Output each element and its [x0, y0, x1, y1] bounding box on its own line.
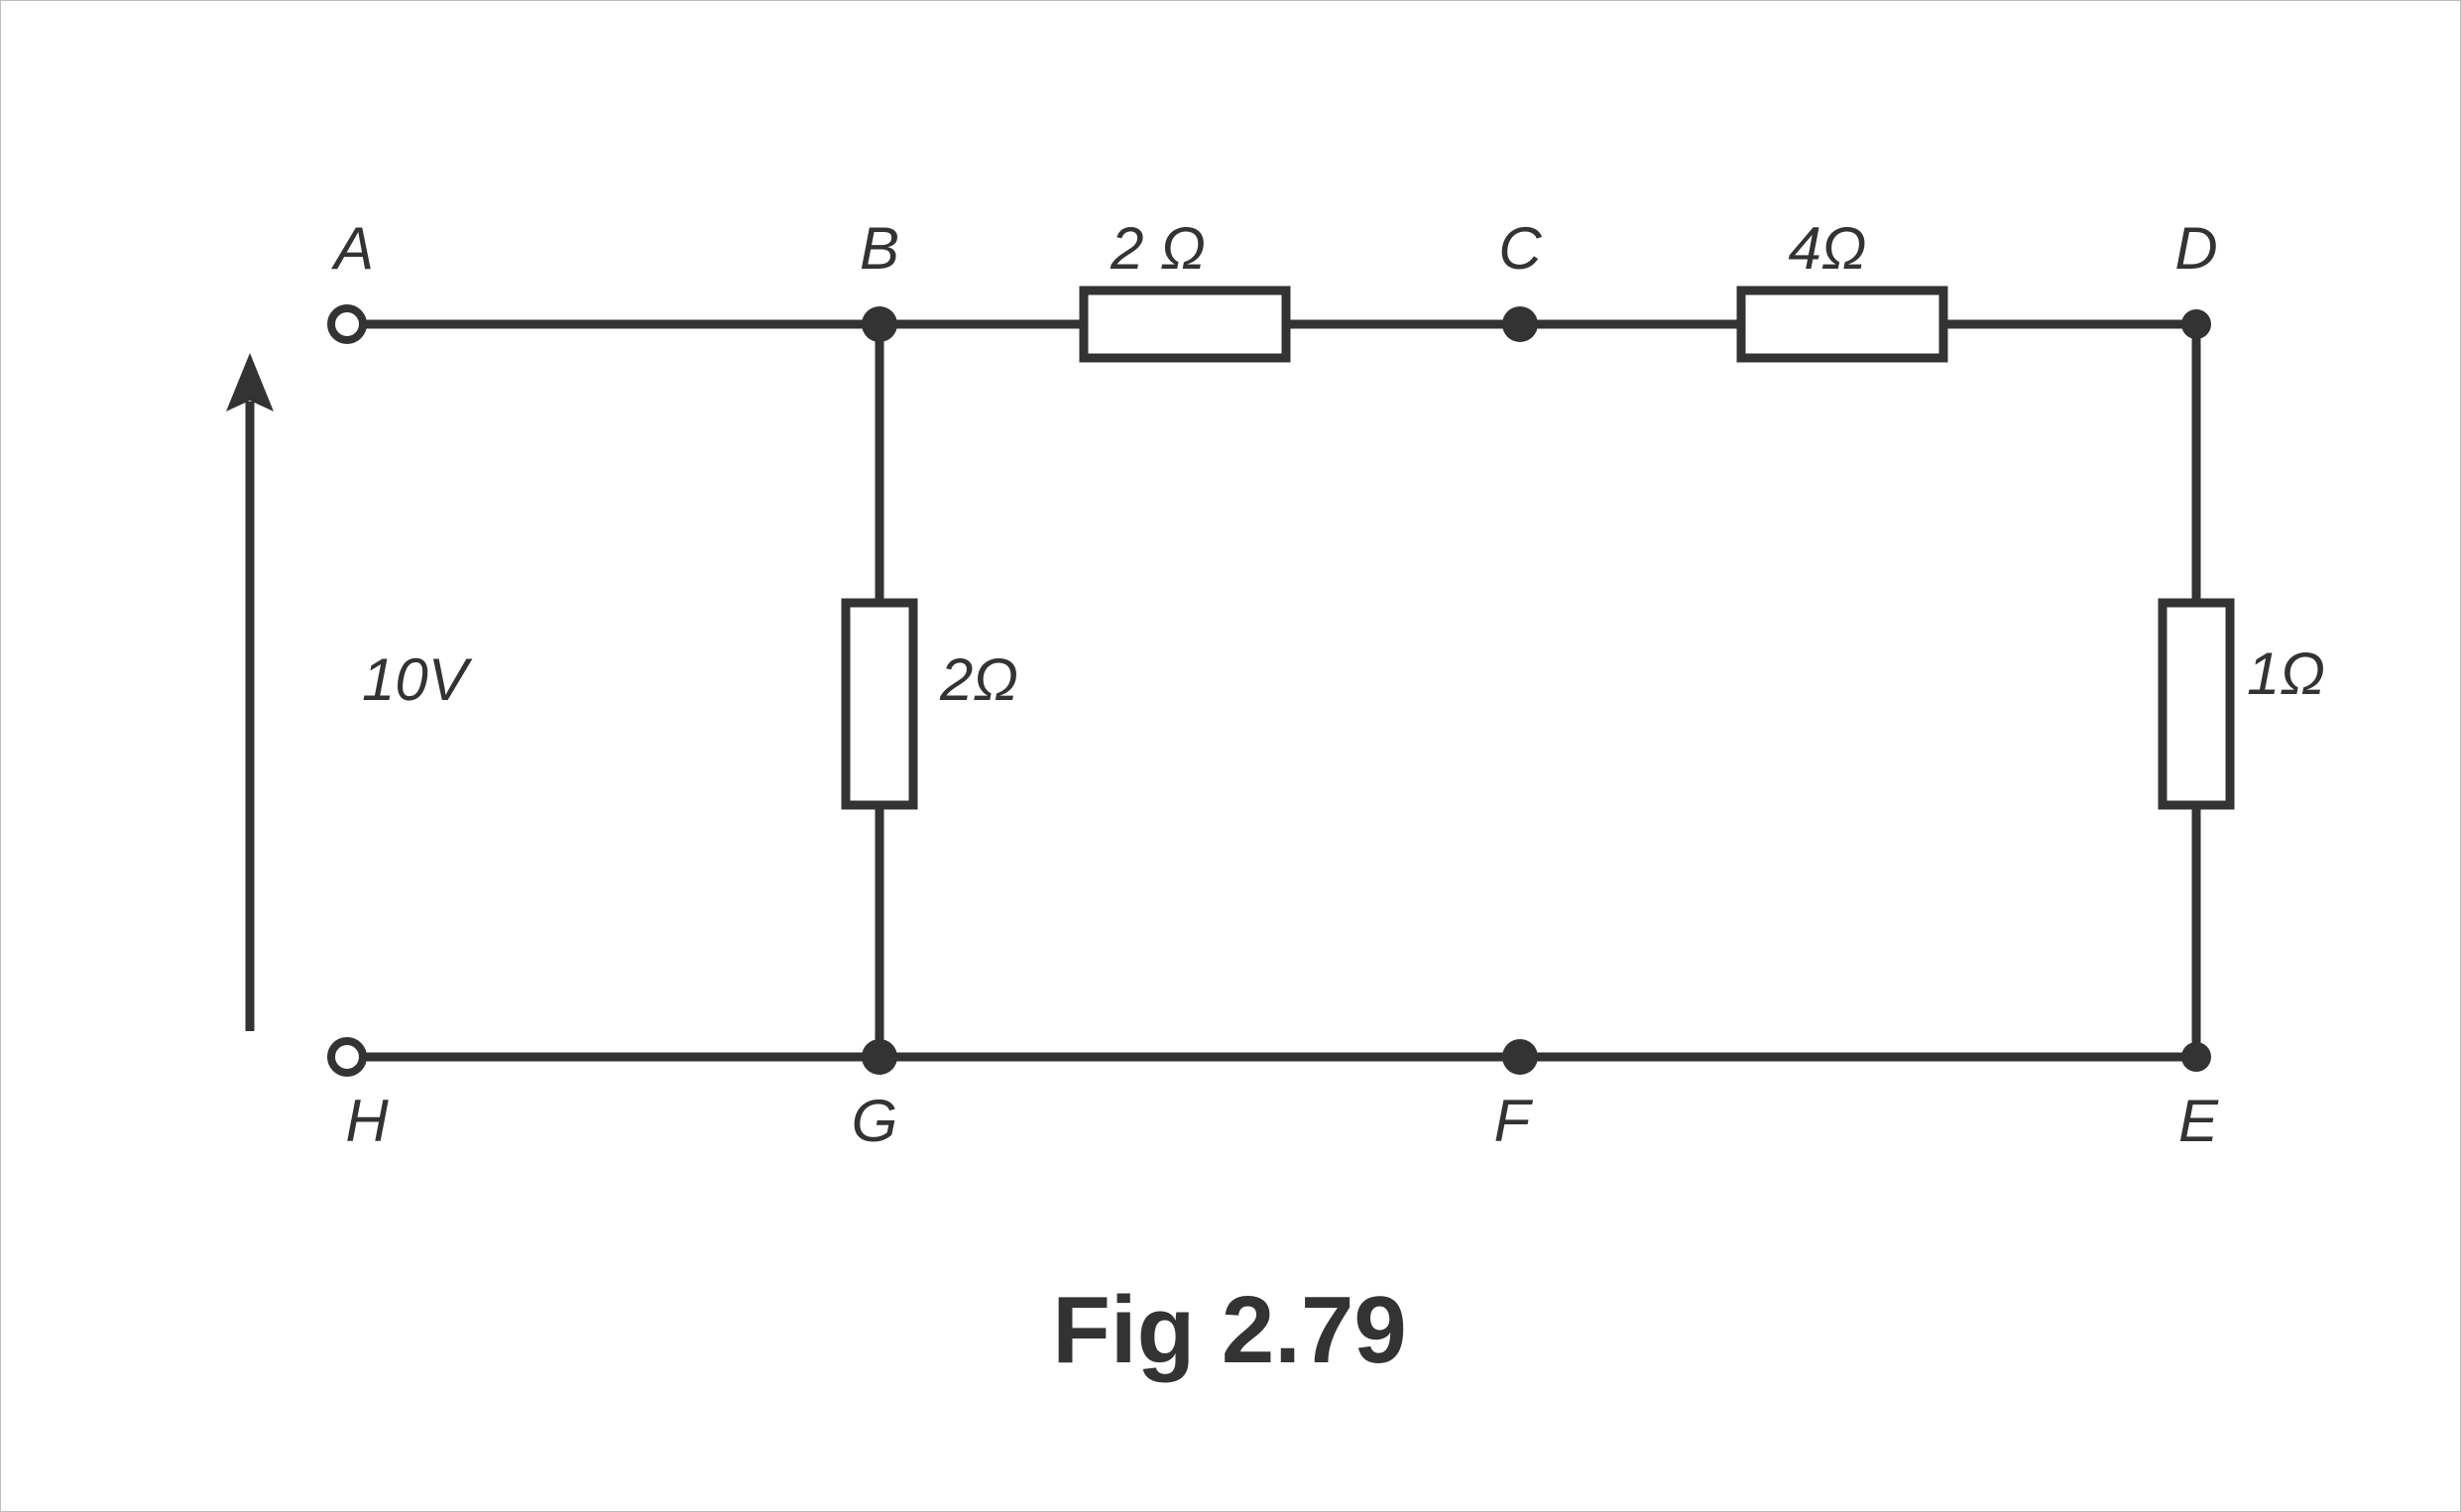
voltage-label: 10V: [362, 646, 473, 713]
figure-caption: Fig 2.79: [1052, 1277, 1406, 1383]
node-label-e: E: [2178, 1088, 2219, 1154]
resistor-cd: [1736, 286, 1948, 363]
voltage-arrow-head: [226, 353, 274, 411]
junction-f: [1502, 1039, 1538, 1075]
terminal-h: [327, 1037, 367, 1077]
junction-d: [2181, 309, 2211, 339]
node-label-a: A: [331, 215, 374, 282]
node-label-d: D: [2174, 215, 2217, 282]
resistor-bg: [841, 598, 918, 810]
resistor-de: [2158, 598, 2235, 810]
resistor-label-bg: 2Ω: [939, 646, 1018, 713]
resistor-label-bc: 2 Ω: [1110, 215, 1206, 282]
terminal-a: [327, 304, 367, 344]
node-label-f: F: [1494, 1088, 1534, 1154]
node-label-h: H: [345, 1088, 389, 1154]
junction-c: [1502, 306, 1538, 342]
resistor-label-cd: 4Ω: [1788, 215, 1866, 282]
node-label-c: C: [1498, 215, 1542, 282]
junction-b: [862, 306, 897, 342]
node-label-g: G: [852, 1088, 898, 1154]
node-label-b: B: [860, 215, 899, 282]
junction-e: [2181, 1042, 2211, 1072]
resistor-label-de: 1Ω: [2247, 640, 2325, 707]
resistor-bc: [1079, 286, 1291, 363]
junction-g: [862, 1039, 897, 1075]
